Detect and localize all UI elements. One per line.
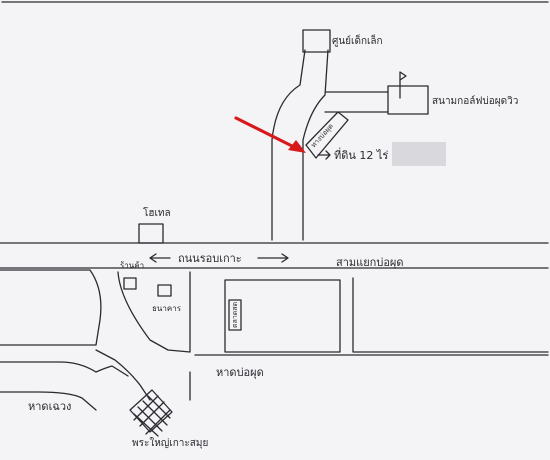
plot-arrow-icon	[317, 150, 331, 160]
beach-road-north-edge	[0, 361, 97, 373]
market-block	[224, 279, 341, 353]
plot-outline	[305, 111, 349, 159]
ring-road-left-arrow-icon	[149, 253, 171, 263]
market-label: ตลาดสด	[231, 302, 239, 328]
land-plot-label: ที่ดิน 12 ไร่	[334, 147, 388, 162]
north-road-west-edge	[271, 49, 306, 241]
temple-hatch	[133, 395, 171, 437]
top-building	[302, 29, 331, 53]
east-block-outline	[352, 277, 549, 353]
north-road-east-edge	[302, 49, 329, 241]
curved-road-branch	[95, 365, 129, 377]
small-building-label: ร้านค้า	[120, 261, 144, 270]
golf-flag-icon	[399, 71, 407, 99]
redacted-box	[392, 142, 446, 166]
red-arrow-head-icon	[288, 140, 306, 153]
red-arrow-shaft	[234, 116, 298, 150]
top-building-label: ศูนย์เด็กเล็ก	[332, 33, 383, 47]
bophut-beach-label: หาดบ่อผุด	[216, 366, 264, 379]
small-building-a	[123, 277, 137, 290]
hotel-building	[138, 223, 164, 244]
bank-building	[157, 284, 172, 297]
golf-course-box	[387, 85, 429, 115]
ring-road-right-arrow-icon	[257, 253, 289, 263]
left-block-outline	[0, 269, 102, 346]
market-building	[228, 299, 242, 331]
golf-course-label: สนามกอล์ฟบ่อผุดวิว	[432, 95, 518, 107]
curved-road-west-edge	[117, 271, 191, 353]
hotel-label: โฮเทล	[143, 206, 171, 219]
bank-label: ธนาคาร	[152, 304, 182, 313]
chaweng-beach-label: หาดเฉวง	[28, 400, 71, 413]
temple-label: พระใหญ่เกาะสมุย	[132, 437, 208, 449]
curved-road-south-edge	[95, 349, 151, 401]
bophut-junction-label: สามแยกบ่อผุด	[336, 256, 404, 269]
beach-road-south-edge	[0, 391, 97, 411]
ring-road-label: ถนนรอบเกาะ	[178, 252, 242, 265]
temple-outline	[129, 389, 173, 433]
